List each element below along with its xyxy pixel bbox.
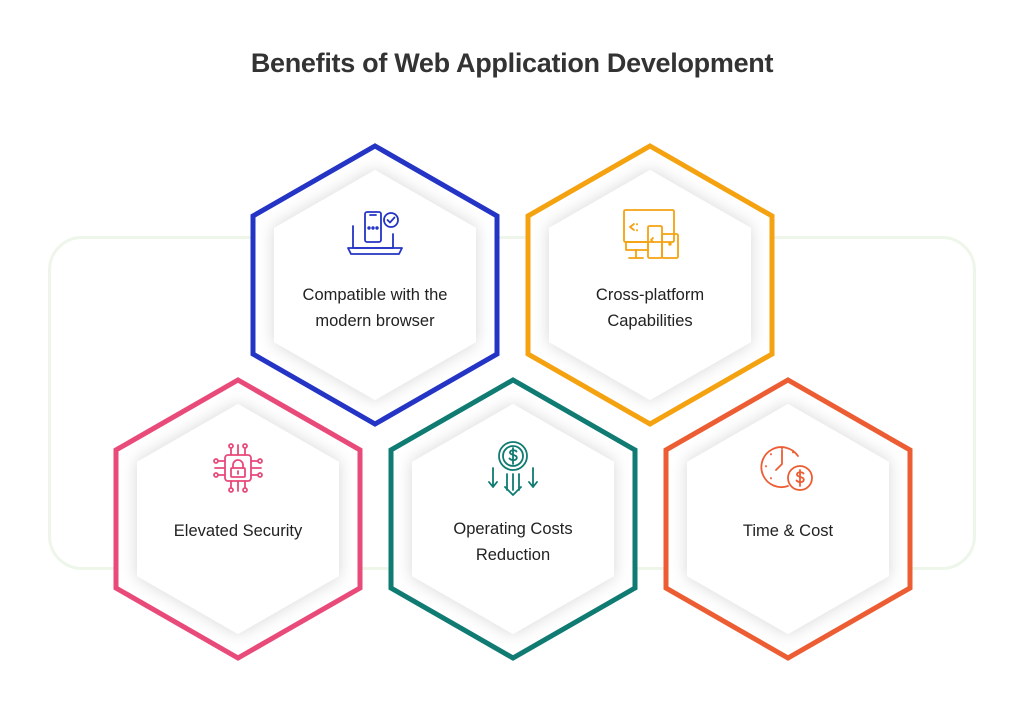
benefit-time-cost: Time & Cost bbox=[662, 376, 914, 662]
clock-dollar-icon bbox=[760, 446, 813, 491]
hexagon-frame bbox=[113, 377, 363, 661]
label-line: Elevated Security bbox=[173, 522, 303, 540]
label-line: Compatible with the bbox=[302, 286, 448, 304]
benefit-label: Compatible with the modern browser bbox=[285, 282, 465, 334]
benefit-operating-costs: Operating Costs Reduction bbox=[387, 376, 639, 662]
hexagon-frame bbox=[525, 143, 775, 427]
label-line: Operating Costs bbox=[453, 520, 573, 538]
benefit-label: Cross-platform Capabilities bbox=[560, 282, 740, 334]
laptop-phone-check-icon bbox=[347, 211, 403, 255]
page-title: Benefits of Web Application Development bbox=[250, 48, 774, 78]
label-line: Time & Cost bbox=[742, 522, 834, 540]
hexagon-frame bbox=[388, 377, 638, 661]
benefit-label: Operating Costs Reduction bbox=[423, 516, 603, 568]
coin-down-arrows-icon bbox=[488, 441, 538, 496]
devices-icon bbox=[623, 209, 679, 259]
label-line: Capabilities bbox=[607, 312, 693, 330]
benefit-security: Elevated Security bbox=[112, 376, 364, 662]
benefit-compatible: Compatible with the modern browser bbox=[249, 142, 501, 428]
label-line: modern browser bbox=[315, 312, 435, 330]
benefit-label: Elevated Security bbox=[148, 518, 328, 544]
benefit-label: Time & Cost bbox=[698, 518, 878, 544]
hexagon-frame bbox=[663, 377, 913, 661]
label-line: Reduction bbox=[475, 546, 551, 564]
hexagon-frame bbox=[250, 143, 500, 427]
label-line: Cross-platform bbox=[595, 286, 705, 304]
circuit-lock-icon bbox=[213, 443, 263, 493]
benefit-cross-platform: Cross-platform Capabilities bbox=[524, 142, 776, 428]
